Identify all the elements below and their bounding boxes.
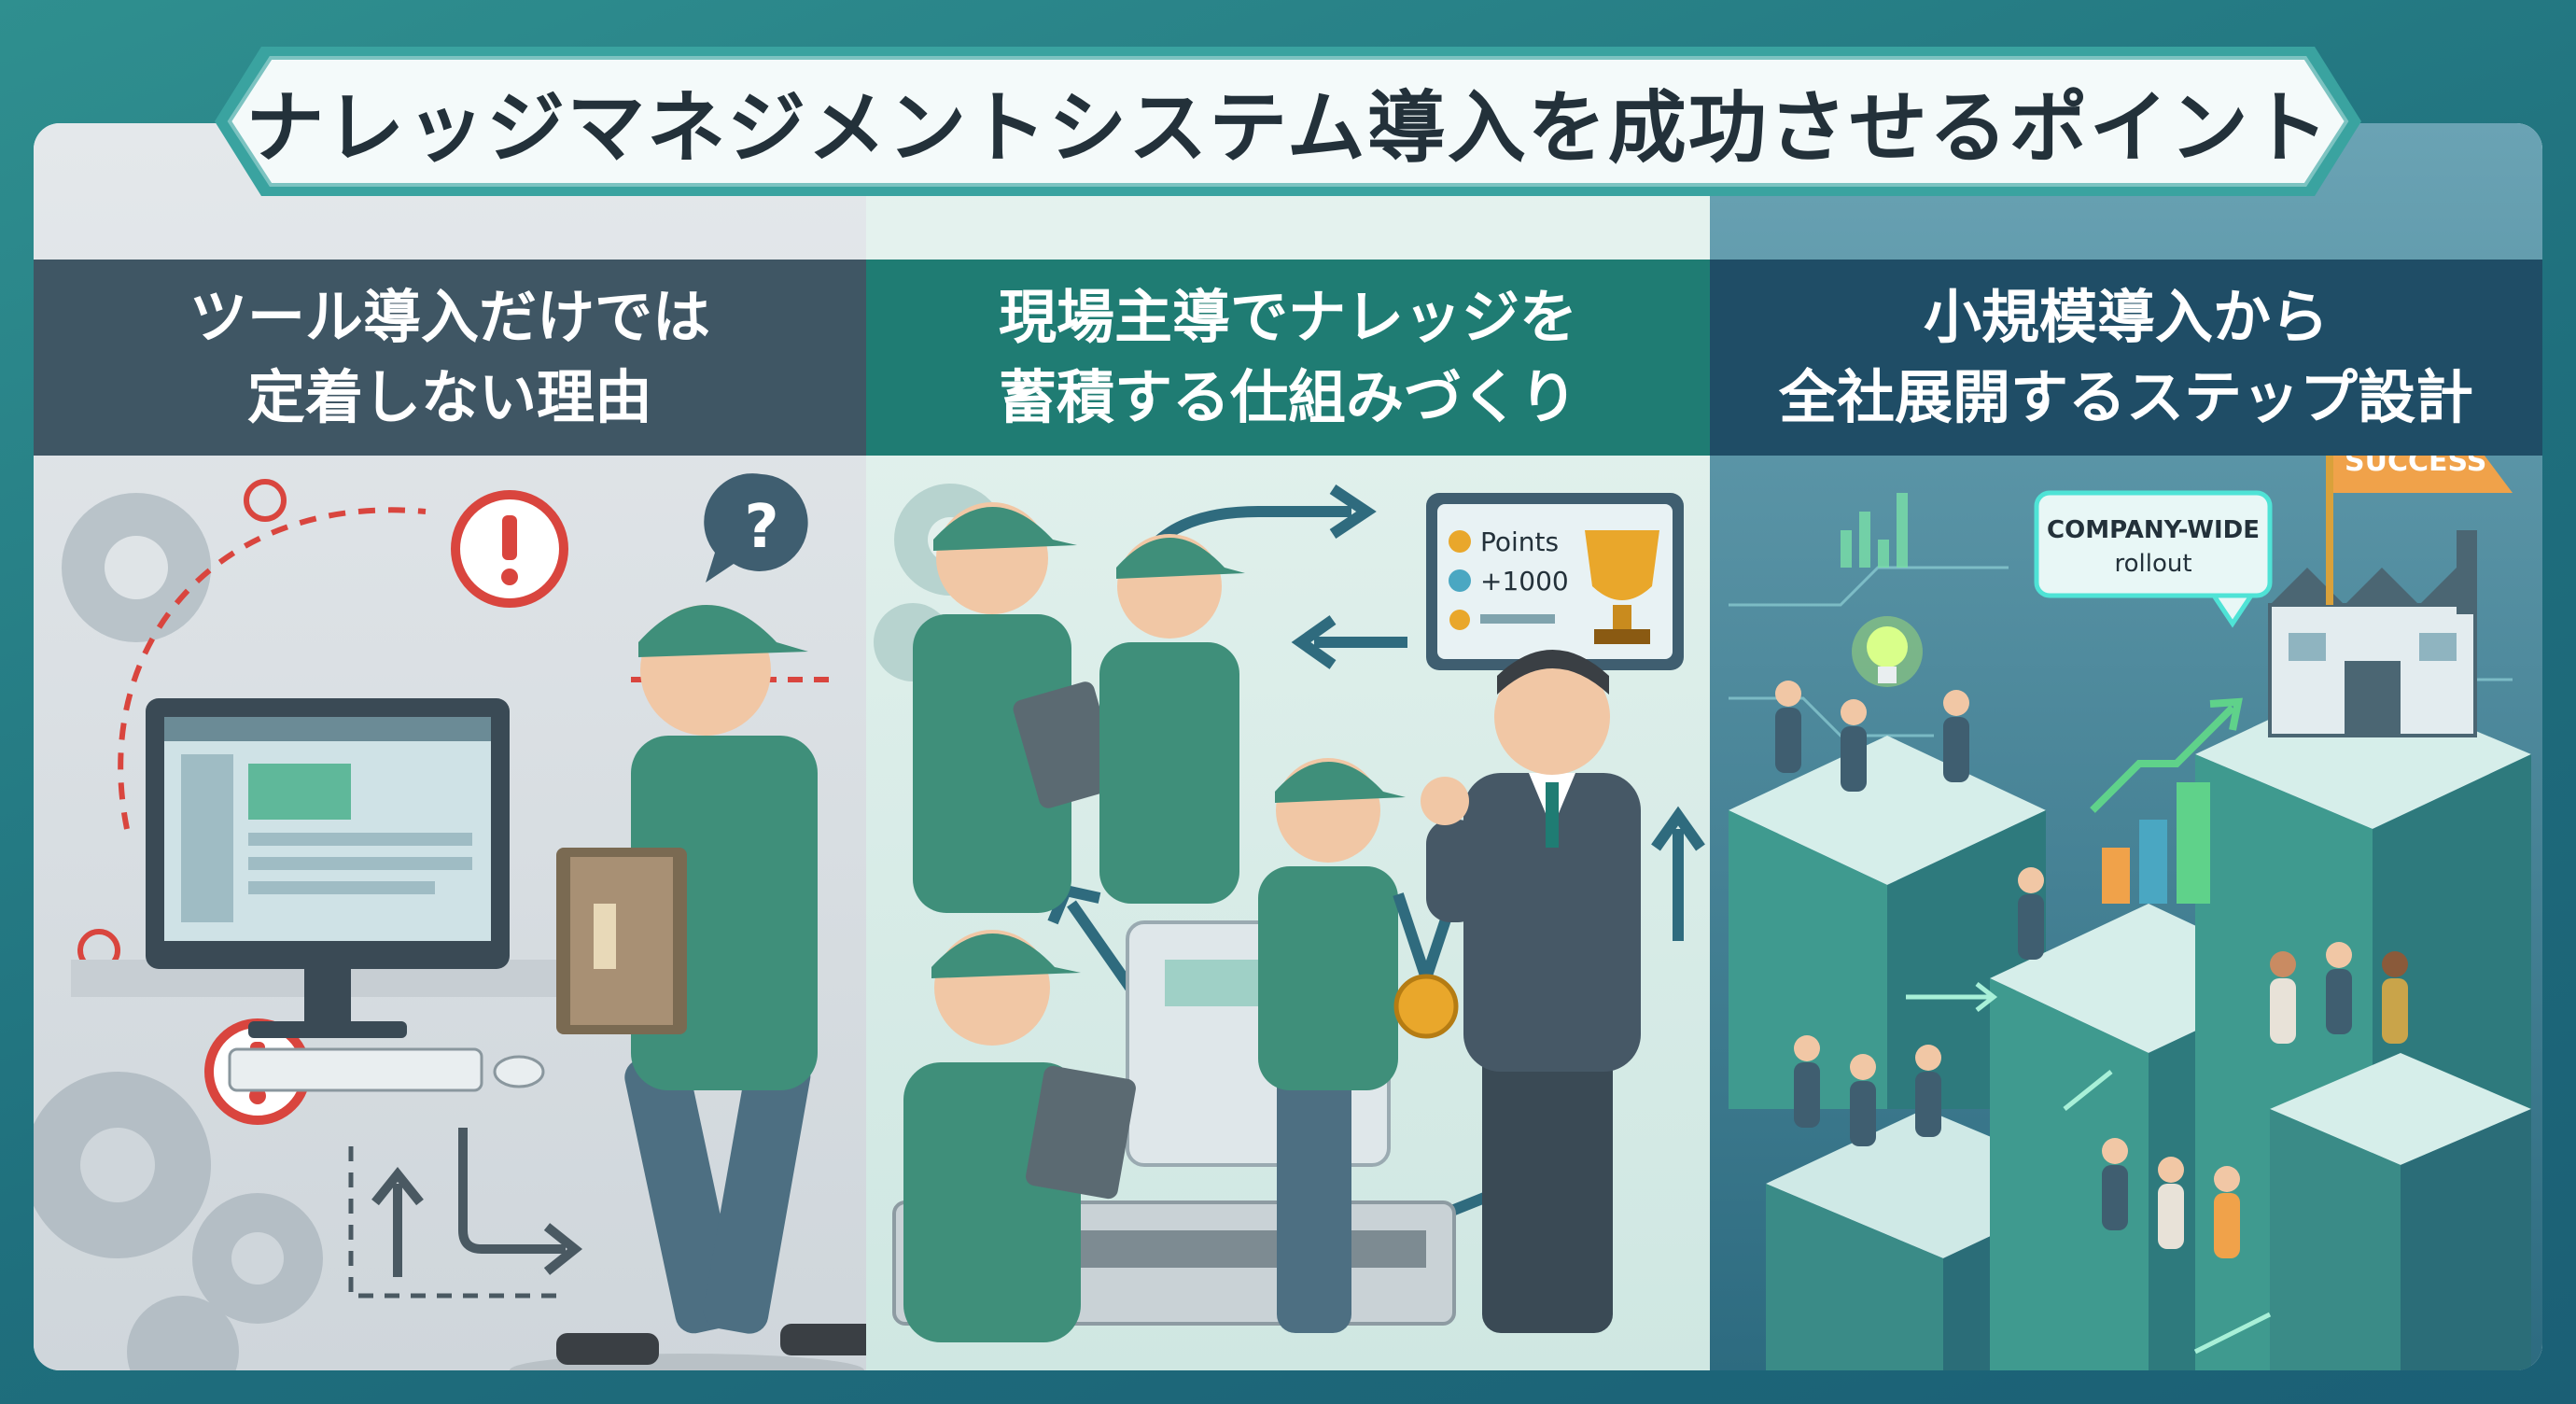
panel-adoption-failure: ツール導入だけでは 定着しない理由 [34,123,866,1370]
panel-heading-line2: 定着しない理由 [246,363,652,431]
banner-shape [215,47,2361,196]
manager-figure [1421,650,1641,1333]
arrow-icon [371,1128,583,1277]
panel-heading-line2: 全社展開するステップ設計 [1778,363,2473,431]
title-banner: ナレッジマネジメントシステム導入を成功させるポイント [177,37,2399,205]
growth-chart-icon [2090,697,2243,904]
callout-line2: rollout [2114,550,2191,578]
alert-icon [451,490,568,608]
gear-icon [34,1072,323,1370]
svg-text:?: ? [744,493,778,562]
panel-step-rollout: 小規模導入から 全社展開するステップ設計 [1710,123,2542,1370]
trophy-icon [1585,530,1659,644]
monitor-icon [146,698,545,1092]
gear-icon [62,493,211,642]
worker-figure [510,605,866,1370]
worker-figure [913,502,1121,913]
scene-unused-tool: ? [34,456,866,1370]
worker-figure [1258,758,1460,1333]
panel-heading-line2: 蓄積する仕組みづくり [998,363,1577,431]
lightbulb-icon [1852,616,1923,687]
content-frame: ツール導入だけでは 定着しない理由 [34,123,2542,1370]
arrow-icon [1906,982,2272,1355]
panel-field-led: 現場主導でナレッジを 蓄積する仕組みづくり [866,123,1710,1370]
worker-figure [903,930,1136,1342]
points-label: Points [1480,526,1559,557]
panel-heading-line1: 小規模導入から [1923,283,2329,351]
team-figures [1775,681,2408,1258]
page-title: ナレッジマネジメントシステム導入を成功させるポイント [245,81,2331,174]
panel-heading-line1: 現場主導でナレッジを [998,283,1577,351]
panel-heading: 小規模導入から 全社展開するステップ設計 [1710,260,2542,456]
worker-figure [1099,534,1245,904]
rollout-callout: COMPANY-WIDE rollout [2034,490,2273,628]
flag-text: SUCCESS [2345,456,2486,478]
question-icon: ? [704,473,808,583]
callout-line1: COMPANY-WIDE [2047,516,2260,544]
factory-icon [2268,530,2477,737]
panel-heading: 現場主導でナレッジを 蓄積する仕組みづくり [866,260,1710,456]
scoreboard: Points +1000 [1426,493,1684,670]
scene-rollout-steps: SUCCESS COMPANY-WIDE rollout [1710,418,2542,1370]
panel-heading: ツール導入だけでは 定着しない理由 [34,260,866,456]
panel-heading-line1: ツール導入だけでは [189,283,710,351]
medal-icon [1393,892,1460,1039]
points-value: +1000 [1480,566,1569,597]
step-platform [2270,1053,2531,1370]
scene-knowledge-sharing: Points +1000 [866,456,1710,1370]
success-flag: SUCCESS [2326,418,2513,605]
